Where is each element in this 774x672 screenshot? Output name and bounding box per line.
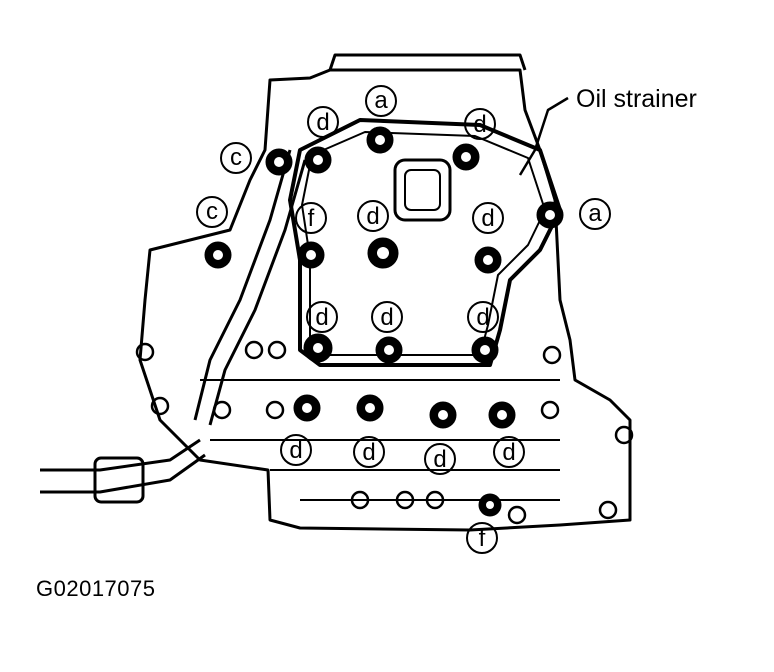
callout-d-center-right: d: [472, 202, 504, 234]
ring-hole: [540, 400, 560, 420]
bolt-hole: [497, 410, 507, 420]
bolt-hole: [461, 152, 471, 162]
svg-text:c: c: [230, 144, 242, 171]
left-tube-2: [208, 159, 307, 426]
bolt-hole: [438, 410, 448, 420]
bolt-hole: [375, 135, 385, 145]
svg-text:d: d: [476, 304, 489, 331]
callout-d-low-4: d: [493, 436, 525, 468]
ring-hole: [135, 342, 155, 362]
callout-f-upper: f: [295, 202, 327, 234]
callout-d-top-right: d: [464, 108, 496, 140]
bolt-hole: [486, 501, 494, 509]
ring-hole: [244, 340, 264, 360]
ring-hole: [542, 345, 562, 365]
bolt-hole: [480, 345, 490, 355]
callout-d-low-3: d: [424, 443, 456, 475]
ring-hole: [425, 490, 445, 510]
ring-hole: [265, 400, 285, 420]
callout-c-lower: c: [196, 196, 228, 228]
svg-text:d: d: [362, 439, 375, 466]
ring-hole: [395, 490, 415, 510]
bolt-hole: [313, 343, 323, 353]
bolt-hole: [274, 157, 284, 167]
strainer-inner-edge: [301, 131, 546, 356]
svg-text:d: d: [502, 439, 515, 466]
bolt-hole: [302, 403, 312, 413]
bolt-hole: [483, 255, 493, 265]
callout-f-lower: f: [466, 522, 498, 554]
figure-id: G02017075: [36, 576, 156, 601]
wire-harness: [40, 438, 201, 472]
bolt-hole: [313, 155, 323, 165]
ring-hole: [598, 500, 618, 520]
callout-d-top-left: d: [307, 106, 339, 138]
oil-strainer-label: Oil strainer: [576, 85, 697, 113]
callout-d-mid-left: d: [306, 301, 338, 333]
callout-a-right: a: [579, 198, 611, 230]
oil-strainer-plate: [288, 118, 562, 367]
ring-hole: [150, 396, 170, 416]
ring-hole: [212, 400, 232, 420]
callout-d-mid-center: d: [371, 301, 403, 333]
callout-d-mid-right: d: [467, 301, 499, 333]
ring-hole: [507, 505, 527, 525]
svg-text:d: d: [473, 111, 486, 138]
svg-text:d: d: [289, 437, 302, 464]
ring-hole: [614, 425, 634, 445]
svg-text:d: d: [316, 109, 329, 136]
connector: [93, 456, 145, 504]
callout-a-top: a: [365, 85, 397, 117]
ring-hole: [350, 490, 370, 510]
bolt-hole: [213, 250, 223, 260]
svg-text:d: d: [366, 203, 379, 230]
ring-hole: [267, 340, 287, 360]
strainer-window-inner: [404, 169, 441, 211]
bolt-hole: [377, 247, 389, 259]
lower-body-detail: [200, 379, 560, 501]
valve-body-outline: [138, 68, 632, 532]
callout-d-low-1: d: [280, 434, 312, 466]
svg-text:f: f: [308, 205, 315, 232]
callout-d-low-2: d: [353, 436, 385, 468]
bolt-hole: [545, 210, 555, 220]
svg-text:d: d: [380, 304, 393, 331]
callout-d-center: d: [357, 200, 389, 232]
bolt-hole: [384, 345, 394, 355]
svg-text:c: c: [206, 198, 218, 225]
left-tube: [193, 149, 292, 421]
top-block: [328, 53, 527, 71]
callout-c-upper: c: [220, 142, 252, 174]
bolt-hole: [365, 403, 375, 413]
svg-text:d: d: [481, 205, 494, 232]
strainer-window: [393, 158, 452, 222]
svg-text:a: a: [374, 87, 388, 114]
svg-text:d: d: [433, 446, 446, 473]
svg-text:d: d: [315, 304, 328, 331]
svg-text:f: f: [479, 525, 486, 552]
wire-harness-2: [40, 453, 206, 494]
svg-text:a: a: [588, 200, 602, 227]
oil-strainer-leader: [518, 96, 569, 176]
bolt-hole: [306, 250, 316, 260]
